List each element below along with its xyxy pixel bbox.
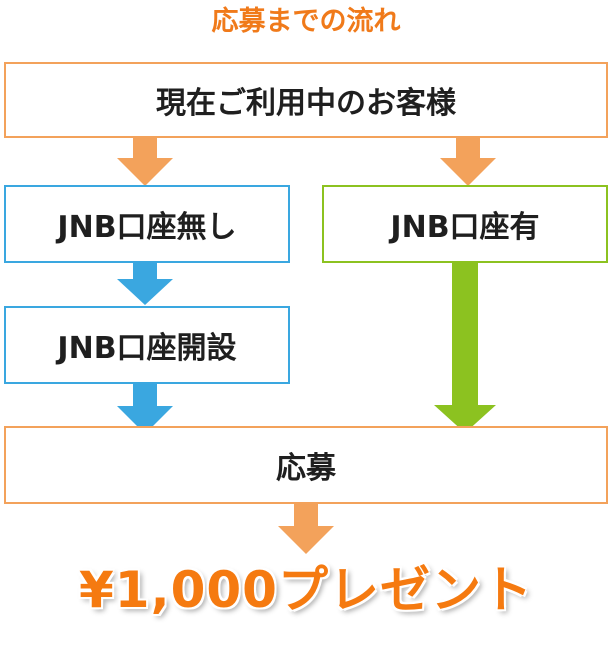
step-has-account: JNB口座有	[322, 185, 608, 263]
step-current-customer-label: 現在ご利用中のお客様	[156, 86, 456, 121]
arrow-down-green	[432, 263, 498, 433]
arrow-down-blue-2	[115, 384, 175, 434]
step-apply-label: 応募	[276, 451, 336, 486]
arrow-down-orange-right	[438, 138, 498, 186]
step-no-account-label: JNB口座無し	[57, 210, 237, 245]
prize-text: ¥1,000プレゼント	[79, 561, 533, 619]
step-apply: 応募	[4, 426, 608, 504]
step-has-account-label: JNB口座有	[390, 210, 540, 245]
step-open-account: JNB口座開設	[4, 306, 290, 384]
step-no-account: JNB口座無し	[4, 185, 290, 263]
step-current-customer: 現在ご利用中のお客様	[4, 62, 608, 138]
arrow-down-orange-left	[115, 138, 175, 186]
arrow-down-blue-1	[115, 263, 175, 305]
arrow-down-orange-bottom	[276, 504, 336, 554]
step-open-account-label: JNB口座開設	[57, 331, 237, 366]
flow-title: 応募までの流れ	[211, 6, 401, 37]
